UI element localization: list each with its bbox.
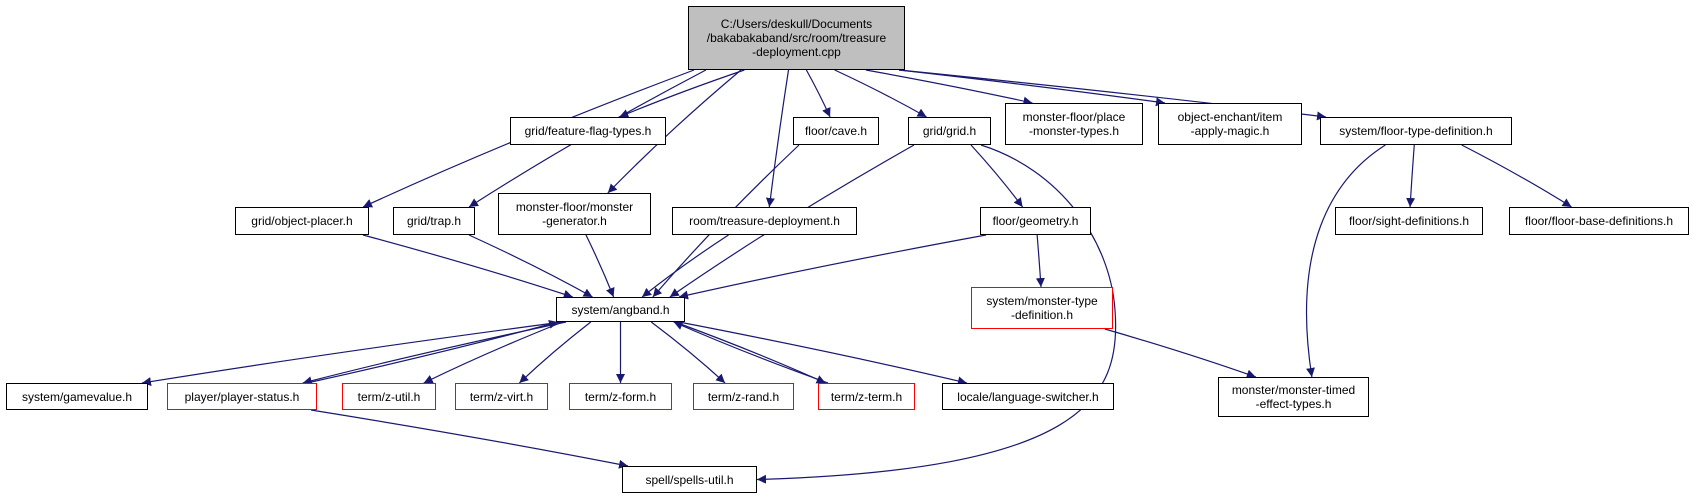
edge-root-to-object-enchant-item-apply-magic [898,69,1166,107]
edge-root-to-monster-floor-place-monster-types [865,69,1033,106]
node-grid-trap[interactable]: grid/trap.h [393,207,475,235]
edge-system-angband-to-term-z-util [423,321,563,384]
node-player-player-status[interactable]: player/player-status.h [167,383,317,410]
node-locale-language-switcher[interactable]: locale/language-switcher.h [942,383,1114,410]
node-term-z-virt[interactable]: term/z-virt.h [455,383,548,410]
node-grid-object-placer[interactable]: grid/object-placer.h [235,207,369,235]
node-grid-grid[interactable]: grid/grid.h [908,117,991,145]
edge-system-floor-type-definition-to-monster-monster-timed-effect-types [1305,144,1386,378]
edge-grid-trap-to-system-angband [468,234,593,298]
node-grid-feature-flag-types[interactable]: grid/feature-flag-types.h [510,117,666,145]
edge-floor-geometry-to-system-monster-type-definition [1035,234,1045,288]
edge-room-treasure-deployment-to-system-angband [641,234,729,298]
edge-grid-object-placer-to-system-angband [362,234,573,299]
node-floor-sight-definitions[interactable]: floor/sight-definitions.h [1335,207,1483,235]
edge-grid-grid-to-spell-spells-util [756,144,1117,484]
node-system-gamevalue[interactable]: system/gamevalue.h [6,383,148,410]
node-object-enchant-item-apply-magic[interactable]: object-enchant/item -apply-magic.h [1158,103,1302,145]
node-term-z-term[interactable]: term/z-term.h [818,383,915,410]
node-room-treasure-deployment[interactable]: room/treasure-deployment.h [672,207,857,235]
edge-system-angband-to-system-gamevalue [141,321,563,387]
edge-player-player-status-to-spell-spells-util [310,409,629,469]
edge-term-z-term-to-system-angband [673,321,829,384]
edge-root-to-grid-grid [834,69,927,118]
node-system-monster-type-definition[interactable]: system/monster-type -definition.h [971,287,1113,329]
edge-player-player-status-to-system-angband [306,320,559,384]
node-floor-geometry[interactable]: floor/geometry.h [980,207,1091,235]
node-monster-floor-place-monster-types[interactable]: monster-floor/place -monster-types.h [1005,103,1143,145]
edge-root-to-room-treasure-deployment [765,69,790,208]
node-floor-floor-base-definitions[interactable]: floor/floor-base-definitions.h [1509,207,1689,235]
edge-root-to-monster-floor-monster-generator [607,69,742,194]
node-floor-cave[interactable]: floor/cave.h [793,117,879,145]
node-monster-monster-timed-effect-types[interactable]: monster/monster-timed -effect-types.h [1218,377,1369,417]
edge-system-floor-type-definition-to-floor-sight-definitions [1406,144,1416,208]
node-term-z-form[interactable]: term/z-form.h [569,383,672,410]
node-spell-spells-util[interactable]: spell/spells-util.h [622,466,757,493]
edge-system-monster-type-definition-to-monster-monster-timed-effect-types [1104,328,1256,379]
edge-system-angband-to-locale-language-switcher [678,321,968,386]
node-term-z-rand[interactable]: term/z-rand.h [693,383,794,410]
edge-root-to-grid-feature-flag-types [619,69,745,118]
node-system-floor-type-definition[interactable]: system/floor-type-definition.h [1320,117,1512,145]
edge-system-angband-to-term-z-rand [650,321,726,384]
edge-monster-floor-monster-generator-to-system-angband [585,234,615,298]
edge-floor-geometry-to-system-angband [678,234,987,300]
node-system-angband[interactable]: system/angband.h [556,297,685,322]
edge-system-angband-to-term-z-virt [518,321,592,384]
edge-grid-grid-to-floor-geometry [970,144,1024,208]
node-root[interactable]: C:/Users/deskull/Documents /bakabakaband… [688,6,905,70]
edge-root-to-floor-cave [805,69,831,118]
node-term-z-util[interactable]: term/z-util.h [342,383,436,410]
edge-system-floor-type-definition-to-floor-floor-base-definitions [1461,144,1572,208]
node-monster-floor-monster-generator[interactable]: monster-floor/monster -generator.h [498,193,651,235]
